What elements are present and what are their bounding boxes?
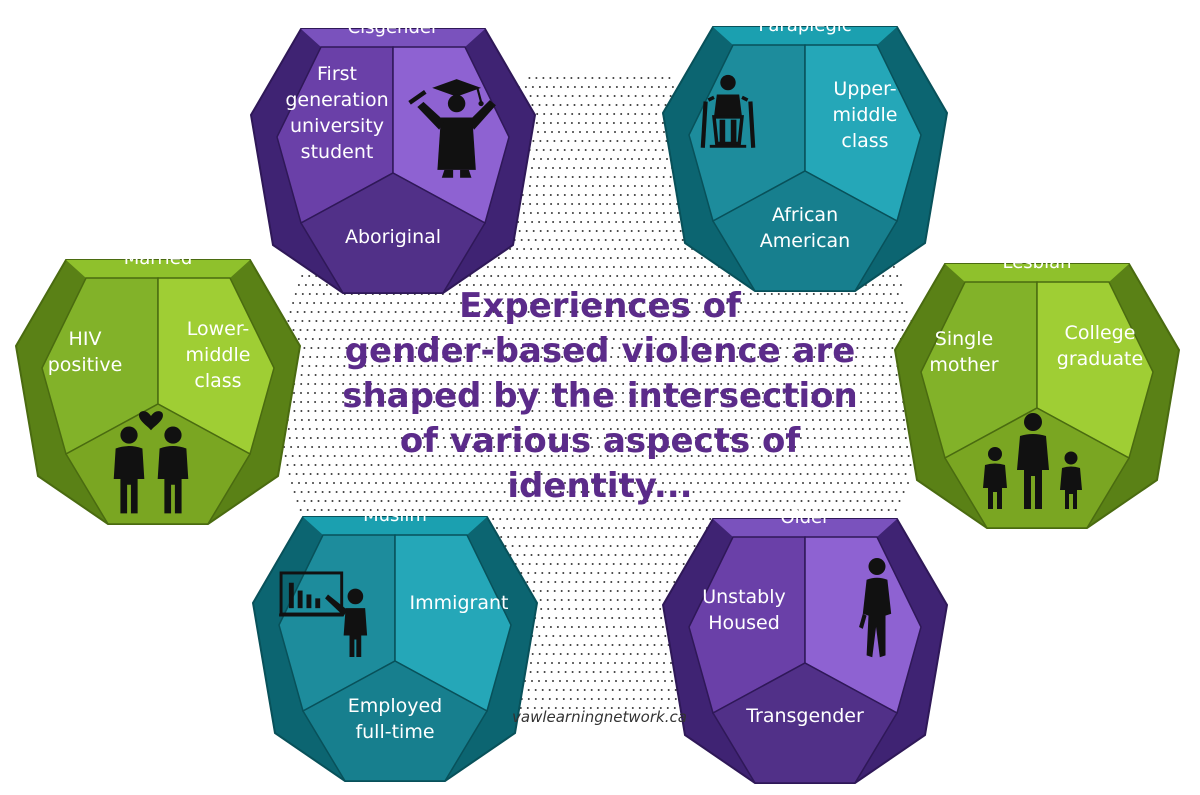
- die-face-bottom: [299, 172, 487, 294]
- dodecahedron-shape: [249, 28, 537, 294]
- die-top-label: Lesbian: [1002, 252, 1072, 273]
- label-line: university: [290, 115, 384, 137]
- die-right-label: College graduate: [1037, 320, 1163, 372]
- center-headline: Experiences of gender-based violence are…: [330, 284, 870, 509]
- die-left-label: First generation university student: [267, 61, 407, 165]
- label-line: positive: [47, 354, 123, 376]
- die-face-right: [804, 44, 922, 223]
- source-credit: vawlearningnetwork.ca: [512, 708, 687, 726]
- person-icon: [859, 557, 892, 658]
- label-line: Housed: [708, 612, 780, 634]
- die-paraplegic: Paraplegic Upper- middle class African A…: [655, 3, 955, 303]
- label-line: generation: [285, 89, 389, 111]
- headline-line: identity...: [507, 466, 693, 506]
- headline-line: Experiences of: [459, 286, 741, 326]
- die-muslim: Muslim Immigrant Employed full-time: [245, 493, 545, 793]
- die-right-label: Upper- middle class: [805, 76, 925, 154]
- dodecahedron-shape: [893, 263, 1181, 529]
- label-line: student: [300, 141, 374, 163]
- die-face-bottom: [711, 662, 899, 784]
- die-face-right: [157, 277, 275, 456]
- dodecahedron-shape: [251, 516, 539, 782]
- die-face-top: [66, 260, 250, 278]
- wheelchair-user-icon: [700, 74, 756, 148]
- die-top-label: Older: [780, 507, 830, 528]
- die-older: Older Unstably Housed Transgender: [655, 495, 955, 795]
- label-line: full-time: [355, 721, 435, 743]
- dodecahedron-shape: [661, 26, 949, 292]
- die-top-label: Paraplegic: [758, 15, 852, 36]
- die-married: Married HIV positive Lower- middle class: [8, 236, 308, 536]
- couple-heart-icon: [113, 411, 189, 514]
- die-bottom-label: African American: [735, 202, 875, 254]
- label-line: First: [317, 63, 357, 85]
- die-top-label: Muslim: [363, 505, 427, 526]
- die-lesbian: Lesbian Single mother College graduate: [887, 240, 1187, 540]
- label-line: College: [1064, 322, 1136, 344]
- die-face-right: [1036, 281, 1154, 460]
- die-left-label: HIV positive: [30, 326, 140, 378]
- presenter-chart-icon: [279, 571, 368, 658]
- headline-line: gender-based violence are: [344, 331, 856, 371]
- label-line: Upper-: [833, 78, 897, 100]
- label-line: HIV: [68, 328, 102, 350]
- die-cisgender: Cisgender First generation university st…: [243, 5, 543, 305]
- label-line: Lower-: [186, 318, 250, 340]
- die-face-top: [713, 27, 897, 45]
- die-face-top: [301, 29, 485, 47]
- label-line: Single: [934, 328, 994, 350]
- label-line: Employed: [347, 695, 443, 717]
- dodecahedron-shape: [661, 518, 949, 784]
- label-line: African: [771, 204, 839, 226]
- label-line: middle: [185, 344, 251, 366]
- graduate-icon: [408, 79, 496, 178]
- label-line: middle: [832, 104, 898, 126]
- headline-line: of various aspects of: [399, 421, 801, 461]
- label-line: graduate: [1056, 348, 1144, 370]
- die-top-label: Cisgender: [347, 17, 439, 38]
- die-bottom-label: Employed full-time: [315, 693, 475, 745]
- die-bottom-label: Transgender: [746, 705, 864, 727]
- label-line: mother: [929, 354, 999, 376]
- die-right-label: Lower- middle class: [158, 316, 278, 394]
- dodecahedron-shape: [14, 259, 302, 525]
- label-line: class: [841, 130, 889, 152]
- die-face-right: [394, 534, 512, 713]
- label-line: Unstably: [702, 586, 786, 608]
- die-left-label: Unstably Housed: [679, 584, 809, 636]
- parent-children-icon: [983, 413, 1082, 509]
- die-face-bottom: [711, 170, 899, 292]
- label-line: class: [194, 370, 242, 392]
- label-line: American: [759, 230, 851, 252]
- die-top-label: Married: [123, 248, 193, 269]
- die-left-label: Single mother: [909, 326, 1019, 378]
- die-face-top: [303, 517, 487, 535]
- die-face-top: [945, 264, 1129, 282]
- die-face-top: [713, 519, 897, 537]
- headline-line: shaped by the intersection: [342, 376, 858, 416]
- die-bottom-label: Aboriginal: [344, 226, 442, 248]
- die-right-label: Immigrant: [409, 592, 509, 614]
- die-face-bottom: [64, 403, 252, 525]
- die-face-bottom: [301, 660, 489, 782]
